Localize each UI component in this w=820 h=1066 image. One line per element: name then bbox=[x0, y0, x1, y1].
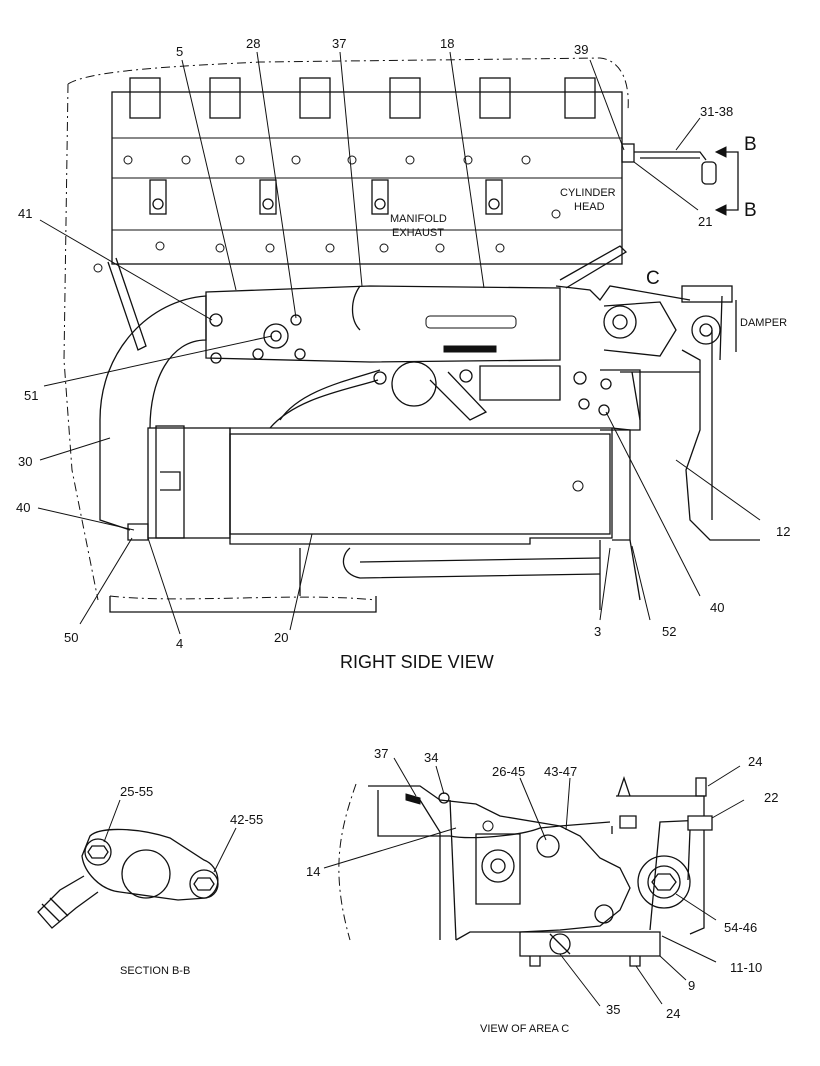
callout-11-10: 11-10 bbox=[730, 960, 762, 975]
callout-24-bottom: 24 bbox=[666, 1006, 680, 1021]
rocker-bosses bbox=[129, 77, 596, 119]
leader-lines-right-view bbox=[37, 51, 761, 635]
callout-4: 4 bbox=[176, 636, 183, 651]
injector-tubes bbox=[149, 179, 503, 215]
callout-30: 30 bbox=[18, 454, 32, 469]
callout-5: 5 bbox=[176, 44, 183, 59]
section-bb-drawing bbox=[37, 799, 237, 929]
right-side-view-title: RIGHT SIDE VIEW bbox=[340, 652, 494, 672]
callout-40-right: 40 bbox=[710, 600, 724, 615]
area-c-marker: C bbox=[646, 268, 660, 289]
cylinder-head-label-2: HEAD bbox=[574, 201, 605, 213]
callout-26-45: 26-45 bbox=[492, 764, 525, 779]
right-view-labels: 5 28 37 18 39 31-38 21 41 51 30 40 50 4 … bbox=[16, 36, 790, 672]
callout-50: 50 bbox=[64, 630, 78, 645]
callout-14: 14 bbox=[306, 864, 320, 879]
section-b-marker-bottom: B bbox=[744, 200, 757, 221]
area-c-leaders bbox=[323, 757, 745, 1007]
callout-52: 52 bbox=[662, 624, 676, 639]
callout-28: 28 bbox=[246, 36, 260, 51]
callout-9: 9 bbox=[688, 978, 695, 993]
callout-41: 41 bbox=[18, 206, 32, 221]
right-side-view-drawing bbox=[63, 57, 760, 613]
callout-43-47: 43-47 bbox=[544, 764, 577, 779]
section-bb-title: SECTION B-B bbox=[120, 965, 190, 977]
callout-20: 20 bbox=[274, 630, 288, 645]
callout-24-top: 24 bbox=[748, 754, 762, 769]
area-c-title: VIEW OF AREA C bbox=[480, 1023, 569, 1035]
callout-39: 39 bbox=[574, 42, 588, 57]
fitting-39 bbox=[621, 143, 717, 185]
callout-3: 3 bbox=[594, 624, 601, 639]
callout-37: 37 bbox=[332, 36, 346, 51]
head-bolts bbox=[93, 155, 561, 273]
cylinder-head-label-1: CYLINDER bbox=[560, 187, 616, 199]
damper-label: DAMPER bbox=[740, 317, 787, 329]
section-b-marker-top: B bbox=[744, 134, 757, 155]
manifold-label-2: EXHAUST bbox=[392, 227, 444, 239]
callout-54-46: 54-46 bbox=[724, 920, 757, 935]
callout-42-55: 42-55 bbox=[230, 812, 263, 827]
callout-22: 22 bbox=[764, 790, 778, 805]
area-c-drawing bbox=[338, 775, 713, 967]
exhaust-manifold bbox=[205, 285, 691, 364]
callout-18: 18 bbox=[440, 36, 454, 51]
callout-31-38: 31-38 bbox=[700, 104, 733, 119]
callout-35: 35 bbox=[606, 1002, 620, 1017]
oil-cooler bbox=[127, 425, 631, 545]
callout-37-area-c: 37 bbox=[374, 746, 388, 761]
callout-34: 34 bbox=[424, 750, 438, 765]
section-b-arrows bbox=[714, 146, 739, 216]
area-c-labels: 37 34 26-45 43-47 24 22 14 54-46 11-10 9… bbox=[306, 746, 778, 1035]
section-bb-labels: 25-55 42-55 SECTION B-B bbox=[120, 784, 263, 977]
callout-25-55: 25-55 bbox=[120, 784, 153, 799]
callout-21: 21 bbox=[698, 214, 712, 229]
callout-51: 51 bbox=[24, 388, 38, 403]
callout-12: 12 bbox=[776, 524, 790, 539]
turbo-flange bbox=[373, 285, 733, 431]
manifold-label-1: MANIFOLD bbox=[390, 213, 447, 225]
callout-40-left: 40 bbox=[16, 500, 30, 515]
